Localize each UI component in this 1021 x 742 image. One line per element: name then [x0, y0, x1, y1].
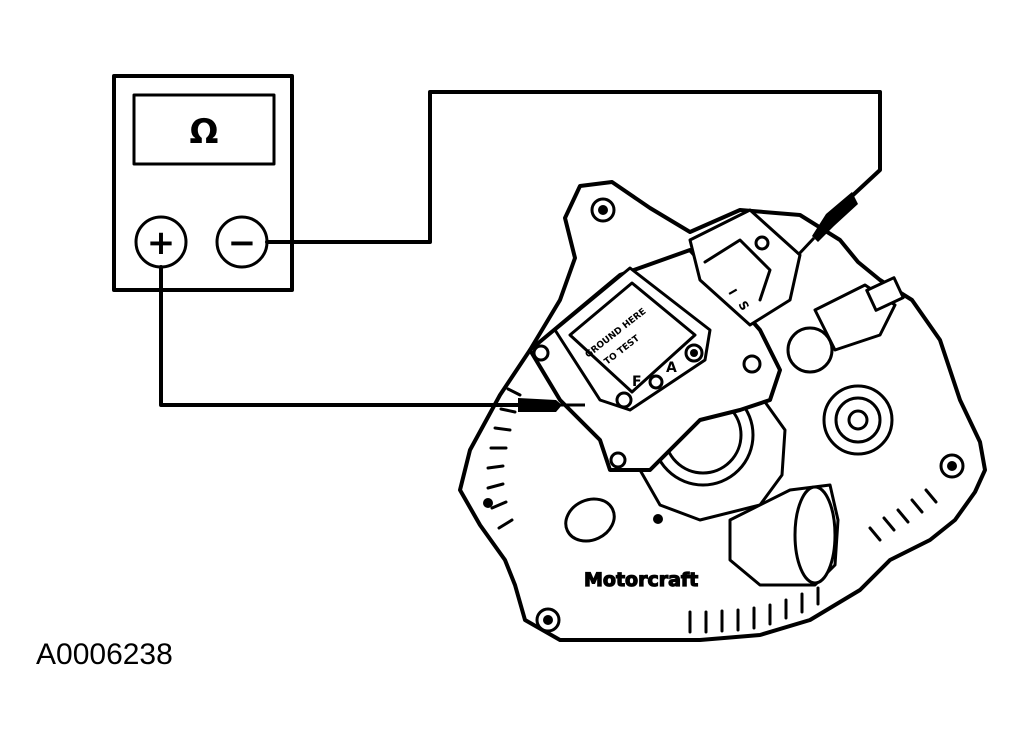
negative-probe-tip: [796, 236, 816, 257]
positive-symbol: +: [147, 223, 176, 263]
negative-probe: [812, 192, 858, 242]
negative-lead-wire: [265, 90, 882, 244]
regulator-screw-2: [615, 391, 633, 409]
regulator-screw-4-center: [690, 349, 698, 357]
terminal-a: A: [666, 360, 677, 376]
terminal-i: I: [725, 287, 739, 298]
regulator-screw-3: [609, 451, 627, 469]
ohmmeter: Ω + −: [112, 74, 294, 292]
ohm-symbol: Ω: [190, 112, 219, 152]
figure-reference-id: A0006238: [36, 638, 173, 671]
output-pipe-opening: [793, 485, 837, 585]
ohmmeter-display: [132, 93, 276, 166]
voltage-regulator: I S GROUND HERE TO TEST F A: [528, 208, 802, 472]
mount-bolt-top-center: [598, 205, 608, 215]
regulator-screw-6: [754, 235, 770, 251]
connector-plug: [865, 276, 905, 312]
positive-lead-wire: [159, 265, 524, 407]
connector-terminal: [786, 326, 834, 374]
ground-symbol: [648, 374, 664, 390]
mount-bolt-right-center: [947, 461, 957, 471]
rivet-left: [483, 498, 493, 508]
regulator-screw-5: [742, 354, 762, 374]
cooling-fins-bottom: [688, 586, 820, 634]
vent-slot: [564, 497, 616, 543]
cooling-fins-left: [486, 387, 522, 530]
mount-bolt-lower-left-center: [543, 615, 553, 625]
positive-probe: [518, 398, 562, 412]
test-leads: [159, 90, 882, 412]
output-stud-center: [847, 409, 869, 431]
is-connector-slot: [703, 238, 772, 302]
cooling-fins-right: [868, 488, 938, 542]
brand-name: Motorcraft: [584, 569, 698, 591]
regulator-label-face: [568, 281, 697, 394]
terminal-f: F: [632, 374, 642, 390]
negative-symbol: −: [228, 223, 257, 263]
regulator-screw-1: [532, 344, 550, 362]
is-connector-housing: [688, 208, 802, 327]
rivet-center: [653, 514, 663, 524]
